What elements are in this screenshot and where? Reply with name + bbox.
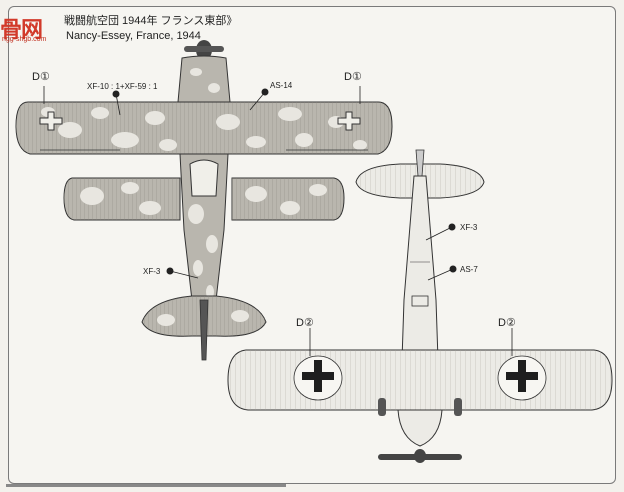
cockpit	[189, 159, 219, 197]
caption-english: Nancy-Essey, France, 1944	[66, 30, 201, 42]
top-view: D① D① XF-10 : 1+XF-59 : 1 AS-14 XF-3	[15, 40, 393, 361]
top-upper-wing	[15, 101, 393, 155]
watermark-logo: 骨网 ngg-shgb.com	[0, 12, 46, 44]
label-as7: AS-7	[460, 265, 478, 274]
top-callouts	[43, 86, 361, 279]
bottom-fuselage	[401, 175, 439, 361]
label-d1-right: D①	[344, 71, 362, 83]
bottom-lower-wing	[227, 349, 613, 416]
cross-marking-right	[337, 111, 361, 131]
label-d2-right: D②	[498, 317, 516, 329]
top-engine-cowling	[177, 55, 231, 103]
underwing-cross-left	[302, 360, 334, 392]
logo-subtext: ngg-shgb.com	[2, 36, 47, 43]
logo-text: 骨网	[0, 18, 43, 43]
top-lower-wing	[63, 177, 345, 221]
top-fuselage	[179, 153, 229, 319]
bottom-callouts	[309, 223, 513, 356]
camo-blobs-upper-wing	[41, 107, 367, 151]
label-xf3-bottom-view: XF-3	[460, 223, 478, 232]
label-xf3-top-view: XF-3	[143, 267, 161, 276]
label-as14: AS-14	[270, 81, 293, 90]
bottom-nose	[378, 409, 462, 463]
label-d2-left: D②	[296, 317, 314, 329]
aircraft-caption: 戦闘航空団 1944年 フランス東部》 Nancy-Essey, France,…	[6, 14, 237, 44]
caption-japanese: 戦闘航空団 1944年 フランス東部》	[64, 15, 238, 27]
top-propeller	[184, 40, 224, 60]
bottom-edge-strip	[6, 484, 286, 487]
label-xf-mix: XF-10 : 1+XF-59 : 1	[87, 82, 158, 91]
bottom-view: XF-3 AS-7 D② D②	[227, 149, 613, 463]
underwing-cross-right	[506, 360, 538, 392]
cross-marking-left	[39, 111, 63, 131]
top-tailplane	[141, 295, 267, 361]
label-d1-left: D①	[32, 71, 50, 83]
